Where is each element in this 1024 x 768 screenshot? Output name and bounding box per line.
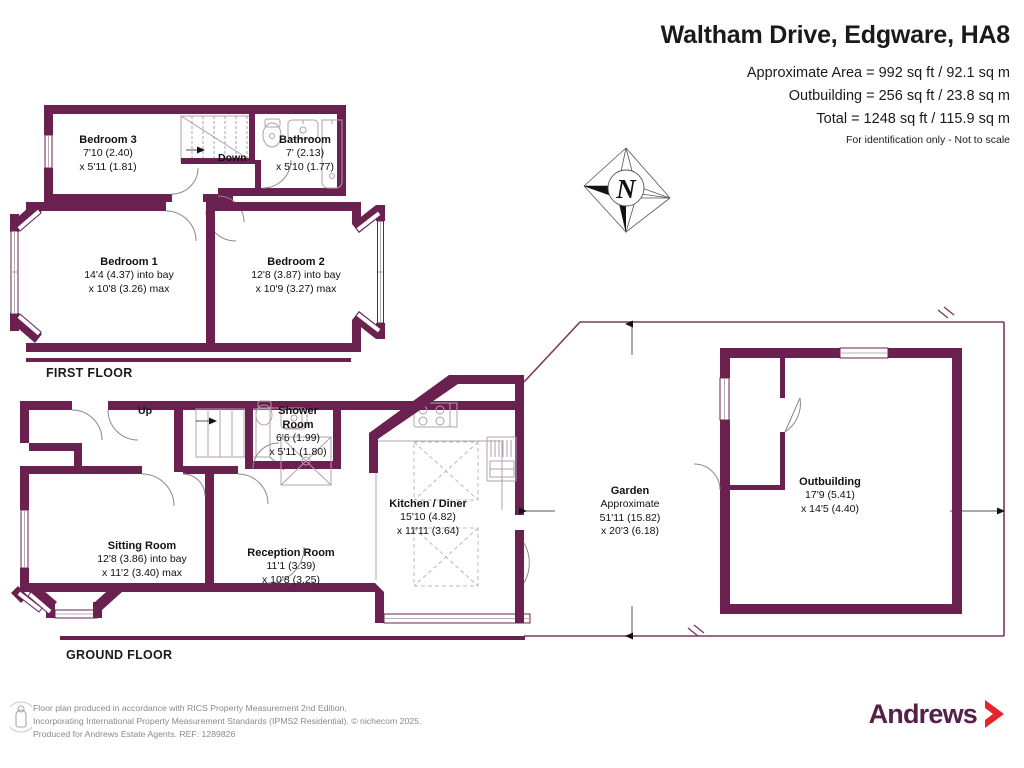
- footer-line-2: Incorporating International Property Mea…: [33, 716, 422, 727]
- compass-rose: N: [583, 147, 671, 234]
- room-label-kitchen-diner: Kitchen / Diner 15'10 (4.82) x 11'11 (3.…: [389, 498, 467, 537]
- bay-bedroom1: [10, 202, 42, 343]
- compass-north-letter: N: [615, 174, 637, 204]
- ground-floor-plan: [11, 375, 531, 640]
- room-label-reception-room: Reception Room 11'1 (3.39) x 10'8 (3.25): [247, 547, 335, 586]
- first-floor-label: FIRST FLOOR: [46, 366, 133, 380]
- bay-bedroom2: [352, 205, 385, 339]
- footer-line-3: Produced for Andrews Estate Agents. REF:…: [33, 729, 236, 740]
- area-line-total: Total = 1248 sq ft / 115.9 sq m: [816, 110, 1010, 127]
- room-label-shower-room: Shower Room 6'6 (1.99) x 5'11 (1.80): [269, 405, 327, 458]
- footer-line-1: Floor plan produced in accordance with R…: [33, 703, 347, 713]
- chevron-right-icon: [985, 700, 1004, 728]
- area-summary: Approximate Area = 992 sq ft / 92.1 sq m…: [410, 62, 1010, 130]
- stairs-up-label: Up: [138, 405, 152, 417]
- room-label-bedroom-3: Bedroom 3 7'10 (2.40) x 5'11 (1.81): [79, 134, 137, 173]
- disclaimer-text: For identification only - Not to scale: [846, 133, 1010, 146]
- area-line-outbuilding: Outbuilding = 256 sq ft / 23.8 sq m: [788, 87, 1010, 104]
- stairs-down-label: Down: [218, 152, 247, 164]
- footer-legal-text: Floor plan produced in accordance with R…: [33, 702, 421, 742]
- garden-and-outbuilding: [519, 306, 1005, 640]
- person-icon: [10, 701, 32, 733]
- header: Waltham Drive, Edgware, HA8 Approximate …: [410, 21, 1011, 146]
- first-floor-plan: [10, 105, 385, 362]
- room-label-bedroom-2: Bedroom 2 12'8 (3.87) into bay x 10'9 (3…: [251, 256, 341, 295]
- room-label-sitting-room: Sitting Room 12'8 (3.86) into bay x 11'2…: [97, 540, 187, 579]
- andrews-logo[interactable]: Andrews: [869, 698, 1008, 730]
- room-label-bedroom-1: Bedroom 1 14'4 (4.37) into bay x 10'8 (3…: [84, 256, 174, 295]
- room-label-bathroom: Bathroom 7' (2.13) x 5'10 (1.77): [275, 134, 335, 173]
- area-line-approximate: Approximate Area = 992 sq ft / 92.1 sq m: [746, 64, 1010, 81]
- room-label-outbuilding: Outbuilding 17'9 (5.41) x 14'5 (4.40): [799, 476, 861, 515]
- andrews-logo-text: Andrews: [868, 698, 978, 729]
- page-title: Waltham Drive, Edgware, HA8: [660, 21, 1011, 49]
- ground-floor-label: GROUND FLOOR: [66, 648, 173, 662]
- room-label-garden: Garden Approximate 51'11 (15.82) x 20'3 …: [599, 485, 661, 537]
